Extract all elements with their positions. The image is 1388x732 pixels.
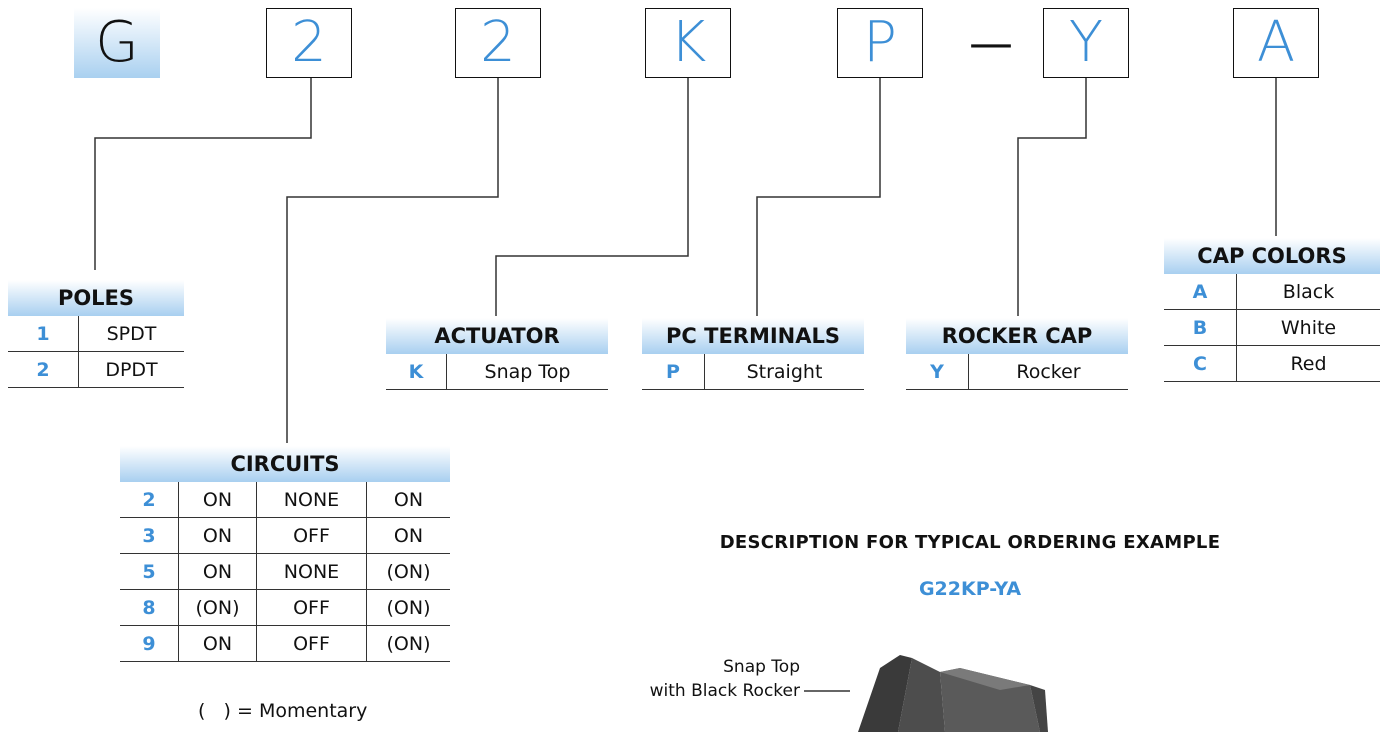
cap-colors-code: C — [1193, 352, 1207, 375]
table-row: 1 SPDT — [8, 316, 184, 352]
actuator-connector — [495, 78, 689, 316]
pc-terminals-title: PC TERMINALS — [642, 318, 864, 354]
circuit-code: 8 — [142, 596, 156, 619]
poles-code: 2 — [36, 358, 50, 381]
pc-terminals-value: Straight — [704, 354, 864, 389]
poles-connector — [94, 78, 312, 270]
circuit-position-2: OFF — [256, 518, 366, 553]
rocker-cap-connector — [1017, 78, 1087, 316]
poles-table: POLES 1 SPDT 2 DPDT — [8, 280, 184, 388]
circuit-position-3: (ON) — [366, 626, 450, 661]
rocker-cap-table: ROCKER CAP Y Rocker — [906, 318, 1128, 390]
table-row: 9 ON OFF (ON) — [120, 626, 450, 662]
code-cap-color-box: A — [1233, 8, 1319, 78]
cap-colors-value: White — [1236, 310, 1380, 345]
table-row: A Black — [1164, 274, 1380, 310]
poles-value: SPDT — [78, 316, 184, 351]
circuit-position-2: OFF — [256, 590, 366, 625]
circuit-code: 2 — [142, 488, 156, 511]
rocker-cap-value: Rocker — [968, 354, 1128, 389]
circuit-position-1: (ON) — [178, 590, 256, 625]
actuator-value: Snap Top — [446, 354, 608, 389]
callout-line-2: with Black Rocker — [649, 681, 800, 701]
circuit-code: 9 — [142, 632, 156, 655]
circuit-code: 3 — [142, 524, 156, 547]
table-row: K Snap Top — [386, 354, 608, 390]
rocker-cap-code: Y — [930, 360, 944, 383]
table-row: 5 ON NONE (ON) — [120, 554, 450, 590]
cap-colors-code: B — [1192, 316, 1208, 339]
poles-code: 1 — [36, 322, 50, 345]
table-row: 2 DPDT — [8, 352, 184, 388]
circuits-connector — [286, 78, 499, 443]
actuator-title: ACTUATOR — [386, 318, 608, 354]
circuit-position-1: ON — [178, 554, 256, 589]
rocker-switch-image — [858, 655, 1048, 732]
circuit-position-1: ON — [178, 626, 256, 661]
code-actuator-box: K — [645, 8, 731, 78]
pc-terminals-connector — [756, 78, 881, 316]
pc-terminals-table: PC TERMINALS P Straight — [642, 318, 864, 390]
circuit-position-3: (ON) — [366, 554, 450, 589]
table-row: B White — [1164, 310, 1380, 346]
actuator-table: ACTUATOR K Snap Top — [386, 318, 608, 390]
circuit-position-1: ON — [178, 518, 256, 553]
table-row: C Red — [1164, 346, 1380, 382]
code-series-box: G — [74, 8, 160, 78]
code-separator: — — [969, 17, 1013, 69]
circuit-position-2: NONE — [256, 554, 366, 589]
circuits-title: CIRCUITS — [120, 446, 450, 482]
circuit-position-3: (ON) — [366, 590, 450, 625]
code-terminals-box: P — [837, 8, 923, 78]
circuits-table: CIRCUITS 2 ON NONE ON 3 ON OFF ON 5 ON N… — [120, 446, 450, 662]
rocker-callout: Snap Top with Black Rocker — [560, 655, 800, 703]
cap-colors-table: CAP COLORS A Black B White C Red — [1164, 238, 1380, 382]
actuator-code: K — [408, 360, 424, 383]
table-row: Y Rocker — [906, 354, 1128, 390]
code-rocker-cap-box: Y — [1043, 8, 1129, 78]
cap-colors-title: CAP COLORS — [1164, 238, 1380, 274]
cap-colors-value: Black — [1236, 274, 1380, 309]
circuit-position-2: NONE — [256, 482, 366, 517]
momentary-note: ( ) = Momentary — [198, 700, 368, 722]
description-title: DESCRIPTION FOR TYPICAL ORDERING EXAMPLE — [719, 532, 1221, 553]
circuit-code: 5 — [142, 560, 156, 583]
rocker-cap-title: ROCKER CAP — [906, 318, 1128, 354]
poles-title: POLES — [8, 280, 184, 316]
cap-colors-value: Red — [1236, 346, 1380, 381]
cap-colors-code: A — [1192, 280, 1208, 303]
table-row: 2 ON NONE ON — [120, 482, 450, 518]
code-poles-box: 2 — [266, 8, 352, 78]
circuit-position-3: ON — [366, 518, 450, 553]
description-code: G22KP-YA — [918, 578, 1022, 600]
callout-line-1: Snap Top — [723, 657, 800, 677]
poles-value: DPDT — [78, 352, 184, 387]
circuit-position-2: OFF — [256, 626, 366, 661]
circuit-position-1: ON — [178, 482, 256, 517]
pc-terminals-code: P — [666, 360, 680, 383]
code-circuits-box: 2 — [455, 8, 541, 78]
table-row: P Straight — [642, 354, 864, 390]
table-row: 3 ON OFF ON — [120, 518, 450, 554]
circuit-position-3: ON — [366, 482, 450, 517]
table-row: 8 (ON) OFF (ON) — [120, 590, 450, 626]
